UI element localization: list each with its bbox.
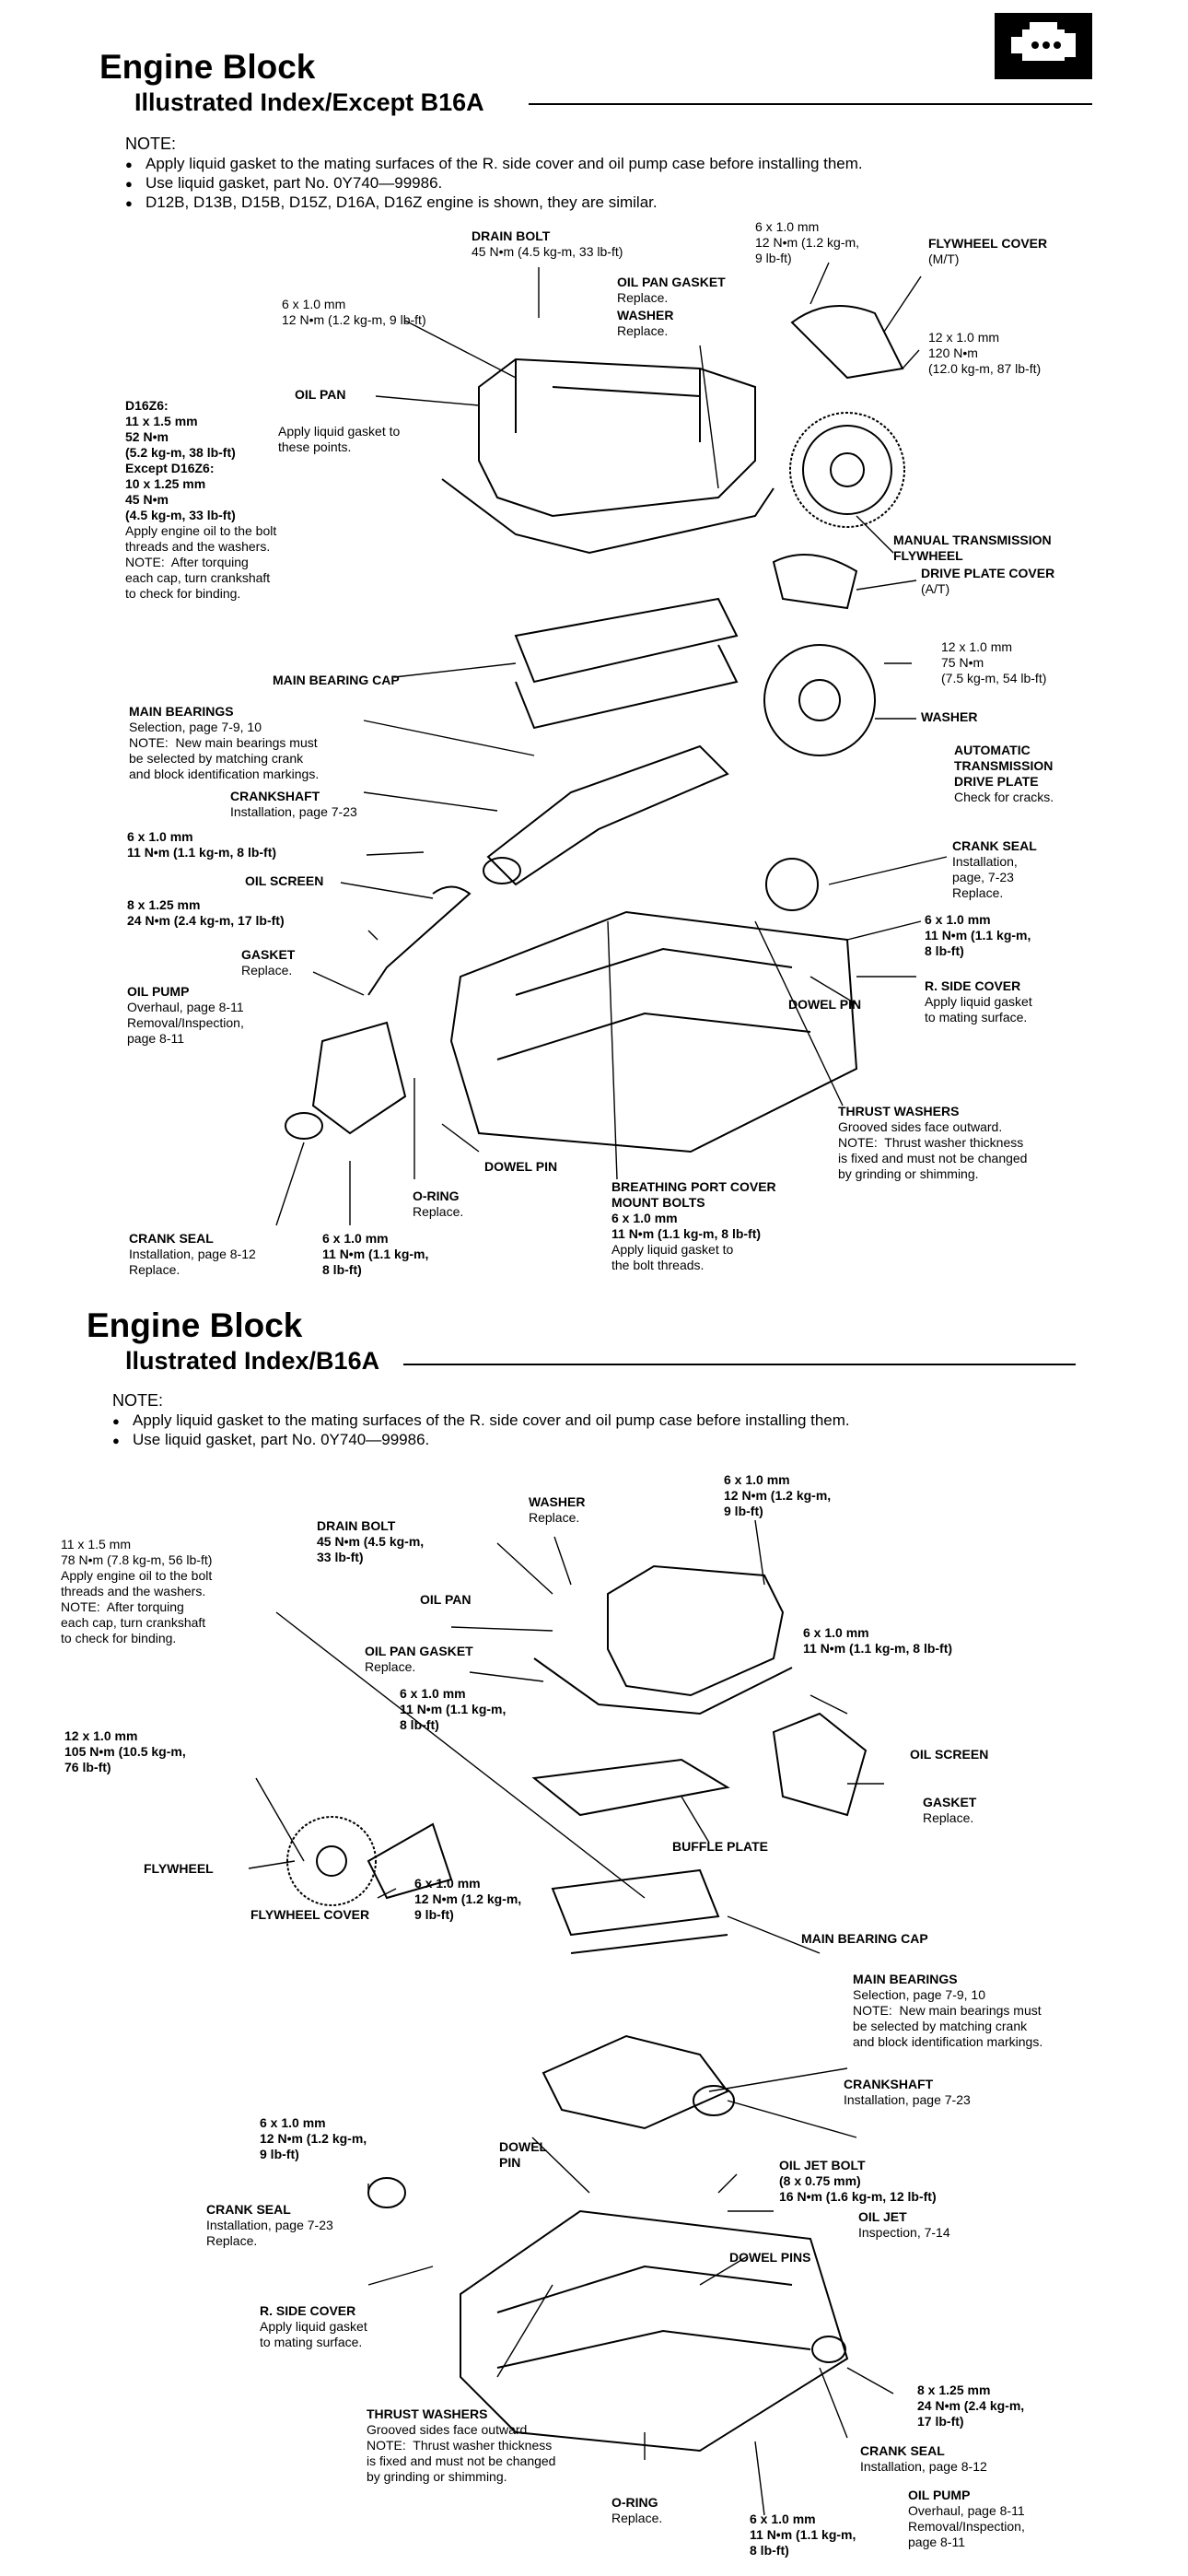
label-bolt-6x1-side: 6 x 1.0 mm 11 N•m (1.1 kg-m, 8 lb-ft): [925, 912, 1031, 958]
label-flywheel-cover: FLYWHEEL COVER(M/T): [928, 236, 1048, 266]
section2-exploded-view: [248, 1519, 894, 2516]
main-bearing-cap-drawing: [514, 597, 739, 730]
drive-plate-drawing: [763, 554, 876, 756]
label-bolt-12x1: 12 x 1.0 mm 120 N•m (12.0 kg-m, 87 lb-ft…: [928, 330, 1042, 376]
crankshaft-drawing: [483, 744, 729, 886]
baffle-plate-drawing: [531, 1758, 730, 1817]
section1-rule: [529, 103, 1092, 105]
label-d16z6: D16Z6:11 x 1.5 mm 52 N•m (5.2 kg-m, 38 l…: [125, 398, 277, 601]
flywheel-drawing: [286, 1816, 453, 1906]
label-bolt-6x1-d: 6 x 1.0 mm 12 N•m (1.2 kg-m, 9 lb-ft): [414, 1876, 522, 1922]
label-bolt-11x15: 11 x 1.5 mm 78 N•m (7.8 kg-m, 56 lb-ft) …: [61, 1537, 213, 1645]
engine-block-drawing: [367, 2177, 849, 2453]
label-bolt-6x1-top: 6 x 1.0 mm 12 N•m (1.2 kg-m, 9 lb-ft): [755, 219, 860, 265]
engine-icon: [995, 13, 1092, 79]
section1-title: Engine Block: [99, 48, 316, 86]
section1-exploded-view: [275, 262, 948, 1226]
label-bolt-8x125: 8 x 1.25 mm 24 N•m (2.4 kg-m, 17 lb-ft): [127, 897, 285, 928]
label-bolt-6x1-screen: 6 x 1.0 mm 11 N•m (1.1 kg-m, 8 lb-ft): [127, 829, 277, 860]
section2-notes: NOTE: Apply liquid gasket to the mating …: [112, 1391, 1070, 1450]
note-item: Apply liquid gasket to the mating surfac…: [125, 154, 1046, 174]
oil-pump-drawing: [285, 1021, 407, 1140]
note-heading: NOTE:: [112, 1391, 164, 1410]
label-dowel-pin-r: DOWEL PIN: [788, 997, 862, 1012]
label-oil-screen: OIL SCREEN: [910, 1747, 989, 1762]
oil-screen-drawing: [772, 1712, 868, 1817]
label-washer-mid: WASHER: [921, 709, 978, 724]
label-bolt-12x1: 12 x 1.0 mm 105 N•m (10.5 kg-m, 76 lb-ft…: [64, 1728, 186, 1774]
engine-block-drawing: [449, 858, 858, 1153]
label-bolt-6x1-pan: 6 x 1.0 mm 12 N•m (1.2 kg-m, 9 lb-ft): [282, 297, 426, 327]
label-dowel-pin-a: DOWEL PIN: [499, 2139, 548, 2170]
label-mt-flywheel: MANUAL TRANSMISSION FLYWHEEL: [893, 533, 1052, 563]
crankshaft-drawing: [542, 2034, 735, 2130]
label-dowel-pin-c: DOWEL PIN: [484, 1159, 558, 1174]
oil-pan-drawing: [441, 357, 775, 555]
label-bolt-6x1-bottom: 6 x 1.0 mm 11 N•m (1.1 kg-m, 8 lb-ft): [322, 1231, 429, 1277]
oil-screen-drawing: [367, 885, 472, 996]
section1-notes: NOTE: Apply liquid gasket to the mating …: [125, 135, 1046, 213]
label-flywheel-cover: FLYWHEEL COVER: [250, 1907, 370, 1922]
label-bolt-6x1-c: 6 x 1.0 mm 11 N•m (1.1 kg-m, 8 lb-ft): [400, 1686, 507, 1732]
label-bolt-12x1-75: 12 x 1.0 mm 75 N•m (7.5 kg-m, 54 lb-ft): [941, 639, 1047, 685]
label-breathing-port: BREATHING PORT COVER MOUNT BOLTS 6 x 1.0…: [611, 1179, 776, 1272]
section1-subtitle: Illustrated Index/Except B16A: [134, 88, 484, 116]
label-drive-plate-cover: DRIVE PLATE COVER(A/T): [921, 566, 1055, 596]
flywheel-drawing: [789, 305, 905, 528]
main-bearing-cap-drawing: [551, 1868, 728, 1954]
note-heading: NOTE:: [125, 135, 177, 153]
note-item: Use liquid gasket, part No. 0Y740—99986.: [112, 1430, 1070, 1450]
label-flywheel: FLYWHEEL: [144, 1861, 214, 1876]
label-bolt-8x125: 8 x 1.25 mm 24 N•m (2.4 kg-m, 17 lb-ft): [917, 2383, 1025, 2429]
label-bolt-6x1-a: 6 x 1.0 mm 12 N•m (1.2 kg-m, 9 lb-ft): [724, 1472, 832, 1518]
label-buffle-plate: BUFFLE PLATE: [672, 1839, 768, 1854]
note-item: Use liquid gasket, part No. 0Y740—99986.: [125, 173, 1046, 193]
label-main-bearing-cap: MAIN BEARING CAP: [801, 1931, 928, 1946]
label-bolt-6x1-f: 6 x 1.0 mm 11 N•m (1.1 kg-m, 8 lb-ft): [750, 2512, 856, 2558]
label-oil-screen: OIL SCREEN: [245, 873, 324, 888]
label-main-bearing-cap: MAIN BEARING CAP: [273, 673, 400, 687]
label-bolt-6x1-b: 6 x 1.0 mm 11 N•m (1.1 kg-m, 8 lb-ft): [803, 1625, 953, 1656]
section2-rule: [403, 1364, 1076, 1365]
note-item: D12B, D13B, D15B, D15Z, D16A, D16Z engin…: [125, 193, 1046, 213]
label-oil-pan: OIL PAN: [420, 1592, 472, 1607]
label-apply-gasket: Apply liquid gasket to these points.: [278, 424, 401, 454]
leader-lines: [275, 262, 948, 1226]
label-bolt-6x1-e: 6 x 1.0 mm 12 N•m (1.2 kg-m, 9 lb-ft): [260, 2115, 367, 2161]
section2-title: Engine Block: [87, 1306, 303, 1344]
label-dowel-pins: DOWEL PINS: [729, 2250, 811, 2265]
note-item: Apply liquid gasket to the mating surfac…: [112, 1411, 1070, 1431]
oil-pan-drawing: [533, 1564, 793, 1715]
label-oil-jet-bolt: OIL JET BOLT(8 x 0.75 mm) 16 N•m (1.6 kg…: [779, 2158, 937, 2204]
section2-subtitle: llustrated Index/B16A: [125, 1347, 380, 1375]
leader-lines: [248, 1519, 894, 2516]
label-oil-pan: OIL PAN: [295, 387, 346, 402]
